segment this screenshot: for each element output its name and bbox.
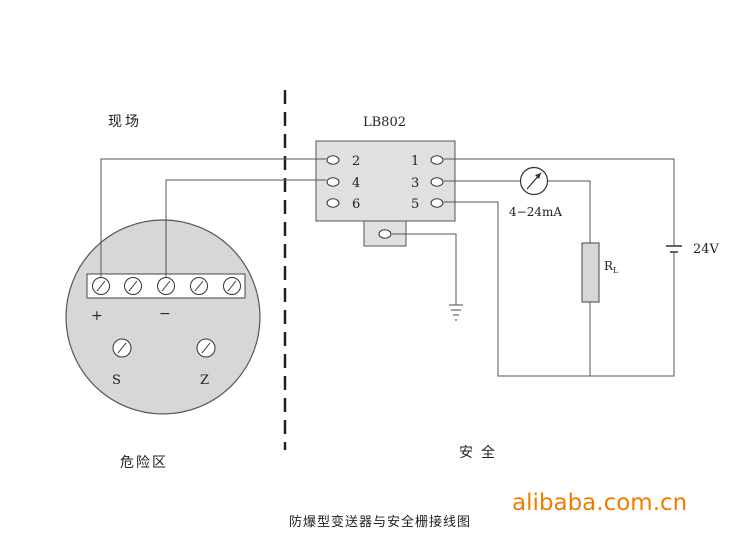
wire-meter-to-resistor xyxy=(548,180,591,243)
supply-voltage-label: 24V xyxy=(693,242,720,257)
battery-icon xyxy=(666,245,682,253)
wire-plus xyxy=(100,158,326,277)
plus-label: + xyxy=(91,308,103,324)
z-label: Z xyxy=(200,373,209,388)
terminal-label-4: 4 xyxy=(352,176,360,191)
meter-range-label: 4−24mA xyxy=(509,205,562,219)
barrier-terminals-left xyxy=(326,155,340,208)
ground-terminal xyxy=(378,229,392,239)
diagram-caption: 防爆型变送器与安全栅接线图 xyxy=(289,514,471,530)
barrier-terminal-3 xyxy=(430,177,444,187)
terminal-label-6: 6 xyxy=(352,197,360,212)
strip-screw-1 xyxy=(92,277,110,295)
barrier-terminal-6 xyxy=(326,198,340,208)
wire-ground xyxy=(392,233,457,305)
safe-area-label: 安全 xyxy=(459,444,503,461)
barrier-terminal-5 xyxy=(430,198,444,208)
hazardous-area-label: 危险区 xyxy=(120,455,168,471)
wire-minus xyxy=(165,179,326,277)
strip-screw-4 xyxy=(190,277,208,295)
terminal-strip-screws xyxy=(92,277,241,295)
ground-symbol-icon xyxy=(449,304,463,321)
s-adjust-screw xyxy=(112,338,132,358)
terminal-label-5: 5 xyxy=(411,197,419,212)
z-adjust-screw xyxy=(196,338,216,358)
watermark: alibaba.com.cn xyxy=(512,490,687,516)
load-resistor-subscript: L xyxy=(613,266,619,275)
terminal-label-2: 2 xyxy=(352,154,360,169)
strip-screw-2 xyxy=(124,277,142,295)
device-model-label: LB802 xyxy=(363,115,406,130)
barrier-terminals-right xyxy=(430,155,444,208)
load-resistor-label: RL xyxy=(604,259,619,275)
strip-screw-3 xyxy=(157,277,175,295)
wiring xyxy=(100,158,675,377)
wire-terminal-1-to-supply xyxy=(444,158,675,246)
minus-label: − xyxy=(159,306,171,322)
strip-screw-5 xyxy=(223,277,241,295)
barrier-terminal-2 xyxy=(326,155,340,165)
terminal-label-3: 3 xyxy=(411,176,419,191)
wire-supply-return xyxy=(444,201,675,377)
barrier-terminal-4 xyxy=(326,177,340,187)
barrier-terminal-1 xyxy=(430,155,444,165)
terminal-label-1: 1 xyxy=(411,154,419,169)
field-label: 现场 xyxy=(108,114,142,130)
load-resistor xyxy=(581,242,600,303)
ammeter-icon xyxy=(519,166,549,196)
transmitter-housing xyxy=(65,219,261,415)
s-label: S xyxy=(112,373,121,388)
